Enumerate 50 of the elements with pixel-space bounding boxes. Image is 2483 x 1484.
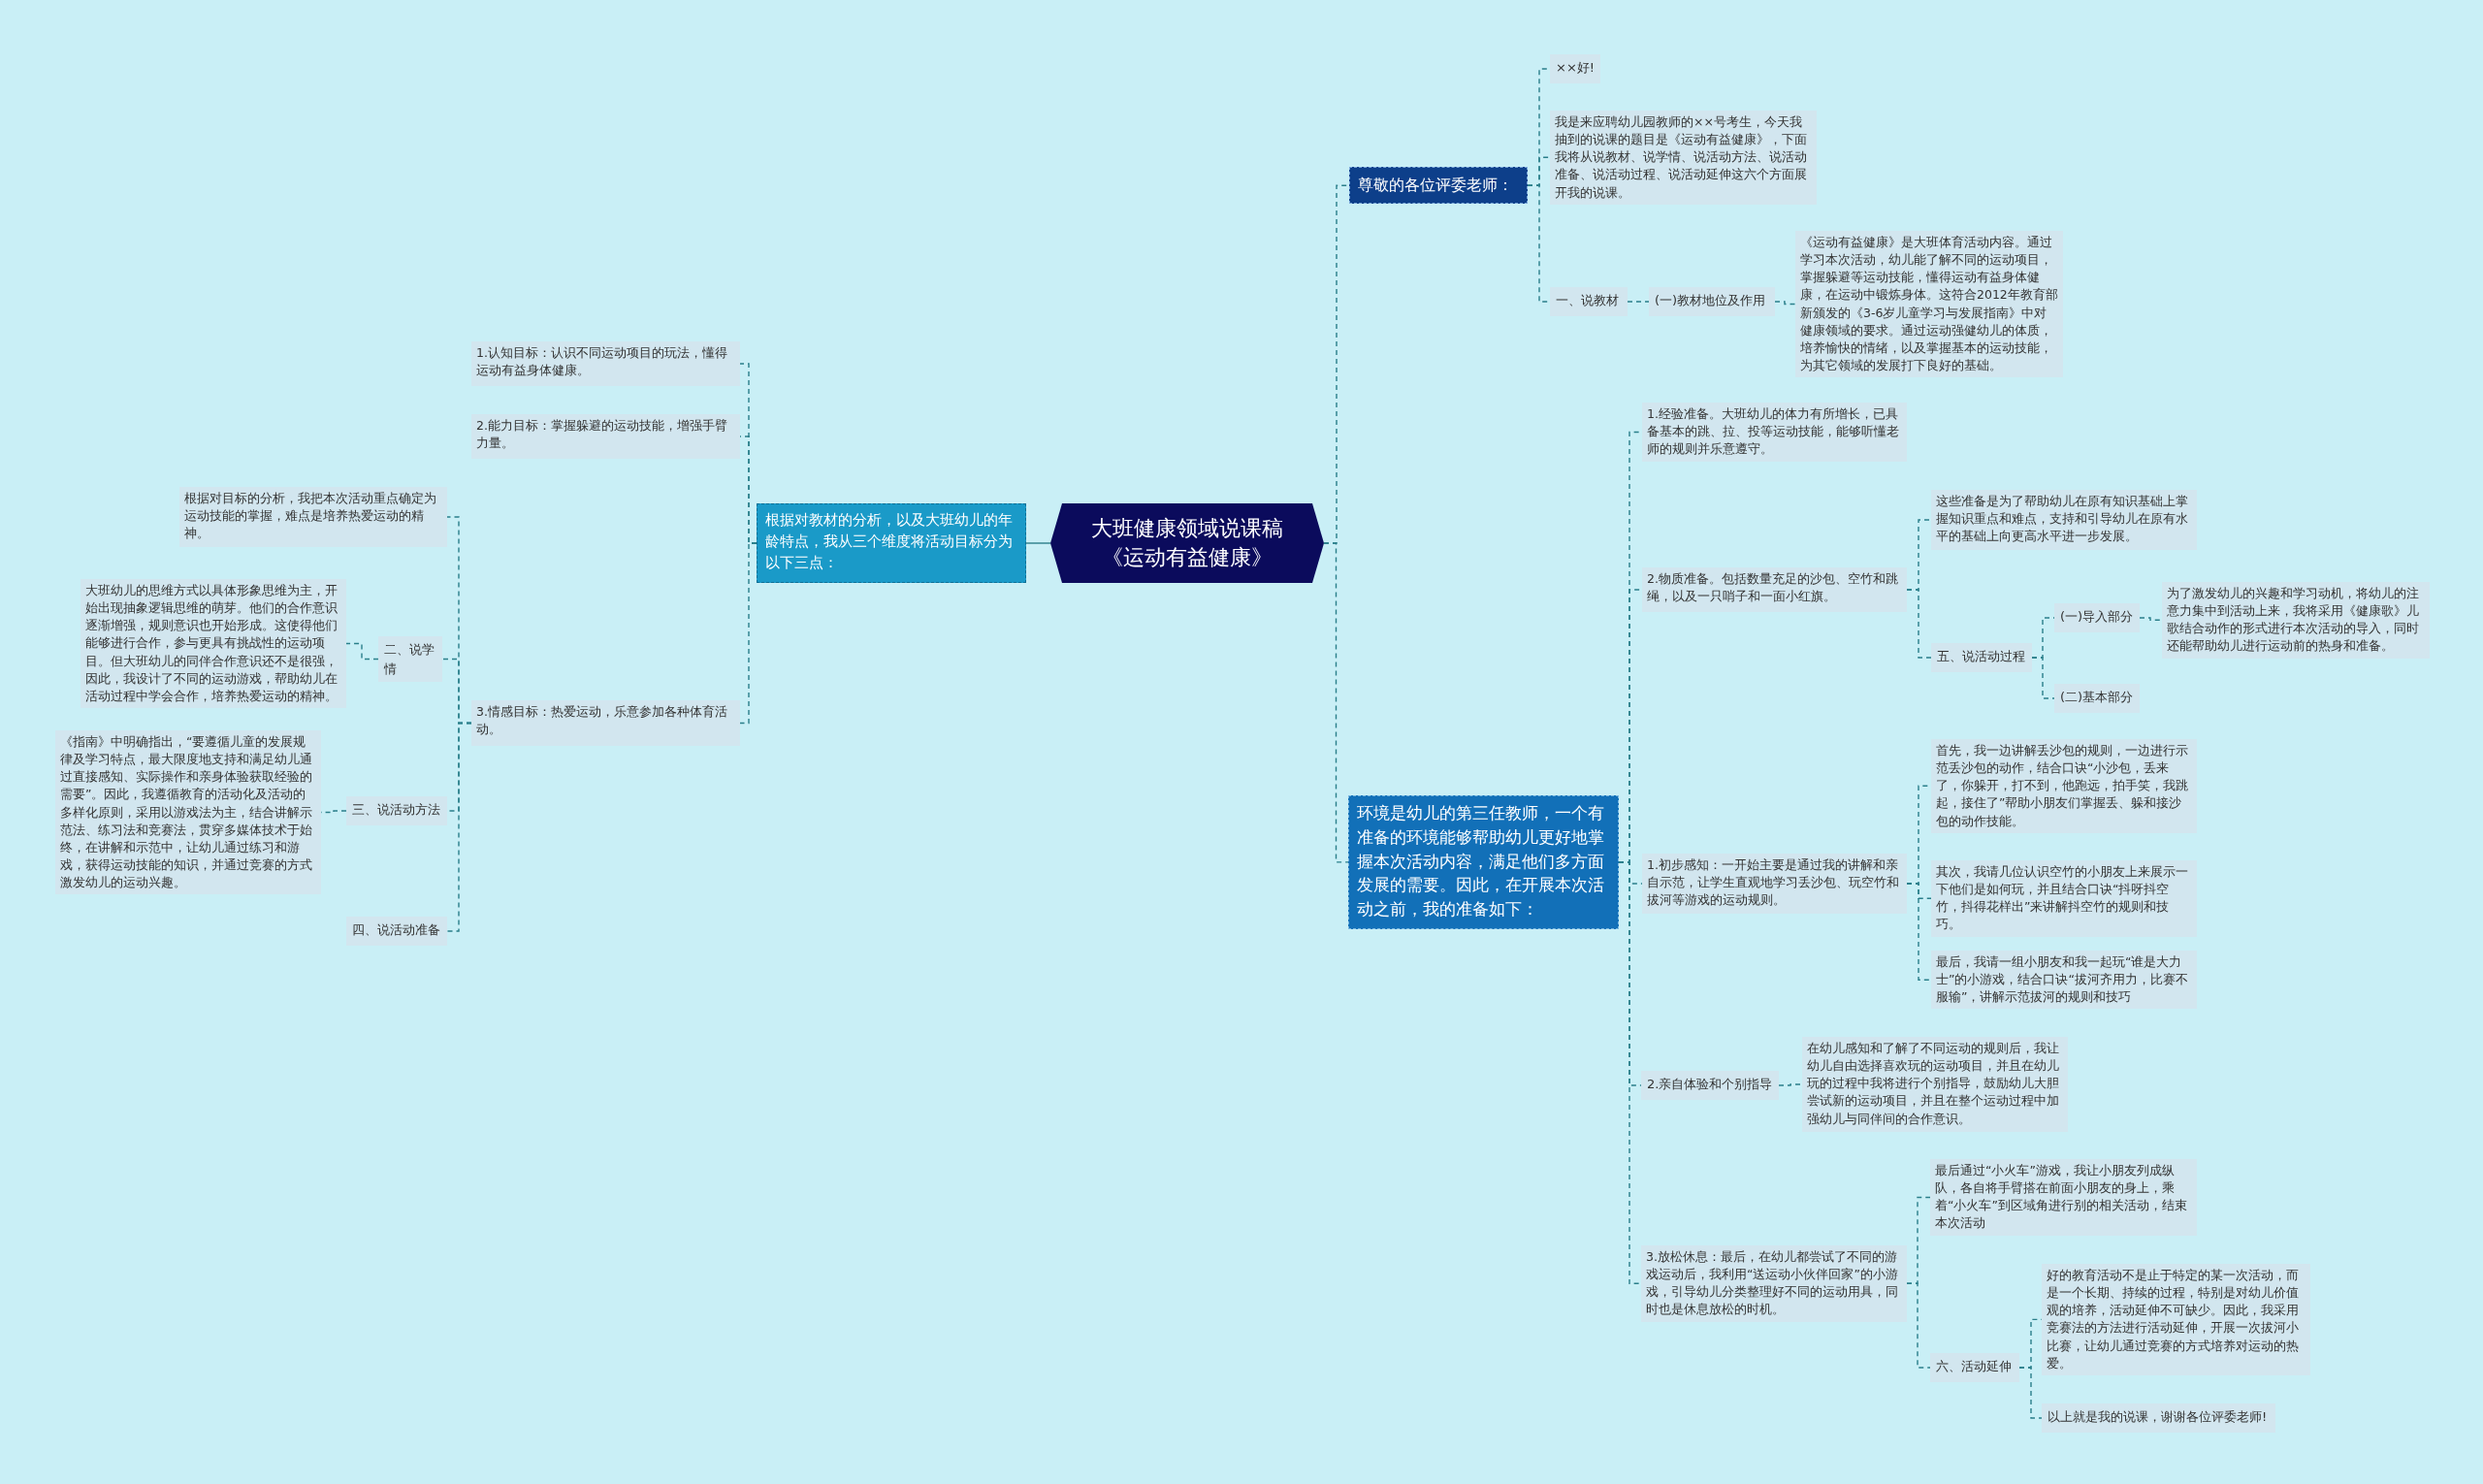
- connector-line: [1778, 1083, 1803, 1086]
- branch-topic-box: 根据对教材的分析，以及大班幼儿的年龄特点，我从三个维度将活动目标分为以下三点：: [757, 503, 1026, 583]
- subtopic-box: (一)教材地位及作用: [1649, 287, 1775, 316]
- connector-line: [1906, 589, 1932, 659]
- note-box: 其次，我请几位认识空竹的小朋友上来展示一下他们是如何玩，并且结合口诀“抖呀抖空竹，抖得花样出”来讲解抖空竹的规则和技巧。: [1931, 860, 2197, 937]
- note-box: 《运动有益健康》是大班体育活动内容。通过学习本次活动，幼儿能了解不同的运动项目，掌握躲避等运动技能，懂得运动有益身体健康，在运动中锻炼身体。这符合2012年教育部新颁发的《3-6岁儿童学习与发展指南》中对健康领域的要求。通过运动强健幼儿的体质，培养愉快的情绪，以及掌握基本的运动技能，为其它领域的发展打下良好的基础。: [1795, 231, 2063, 377]
- note-box: 《指南》中明确指出，“要遵循儿童的发展规律及学习特点，最大限度地支持和满足幼儿通过直接感知、实际操作和亲身体验获取经验的需要”。因此，我遵循教育的活动化及活动的多样化原则，采用以游戏法为主，结合讲解示范法、练习法和竞赛法，贯穿多媒体技术于始终，在讲解和示范中，让幼儿通过练习和游戏，获得运动技能的知识，并通过竞赛的方式激发幼儿的运动兴趣。: [55, 730, 321, 895]
- note-box: 2.物质准备。包括数量充足的沙包、空竹和跳绳，以及一只哨子和一面小红旗。: [1642, 567, 1907, 612]
- subtopic-box: (二)基本部分: [2054, 684, 2140, 713]
- note-box: 3.放松休息：最后，在幼儿都尝试了不同的游戏运动后，我利用“送运动小伙伴回家”的小游戏，引导幼儿分类整理好不同的运动用具，同时也是休息放松的时机。: [1641, 1245, 1907, 1322]
- note-box: 1.经验准备。大班幼儿的体力有所增长，已具备基本的跳、拉、投等运动技能，能够听懂老师的规则并乐意遵守。: [1642, 403, 1907, 462]
- subtopic-box: (一)导入部分: [2054, 603, 2140, 632]
- connector-line: [1025, 542, 1051, 544]
- note-box: 1.认知目标：认识不同运动项目的玩法，懂得运动有益身体健康。: [471, 341, 740, 386]
- note-box: 好的教育活动不是止于特定的某一次活动，而是一个长期、持续的过程，特别是对幼儿价值观的培养，活动延伸不可缺少。因此，我采用竞赛法的方法进行活动延伸，开展一次拔河小比赛，让幼儿通过竞赛的方式培养对运动的热爱。: [2042, 1264, 2310, 1375]
- connector-line: [1627, 301, 1650, 303]
- note-box: 3.情感目标：热爱运动，乐意参加各种体育活动。: [471, 700, 740, 746]
- note-box: 2.能力目标：掌握躲避的运动技能，增强手臂力量。: [471, 414, 740, 459]
- subtopic-box: 五、说活动过程: [1931, 643, 2032, 672]
- note-box: 首先，我一边讲解丢沙包的规则，一边进行示范丢沙包的动作，结合口诀“小沙包，丢来了，你躲开，打不到，他跑远，拍手笑，我跳起，接住了”帮助小朋友们掌握丢、躲和接沙包的动作技能。: [1931, 739, 2197, 833]
- central-topic-hexagon: 大班健康领域说课稿《运动有益健康》: [1050, 503, 1324, 583]
- connector-line: [446, 722, 472, 932]
- branch-topic-box: 环境是幼儿的第三任教师，一个有准备的环境能够帮助幼儿更好地掌握本次活动内容，满足他们多方面发展的需要。因此，在开展本次活动之前，我的准备如下：: [1348, 795, 1619, 929]
- connector-line: [1323, 542, 1349, 863]
- connector-line: [345, 642, 379, 661]
- connector-line: [2031, 657, 2055, 699]
- note-box: 我是来应聘幼儿园教师的××号考生，今天我抽到的说课的题目是《运动有益健康》，下面我将从说教材、说学情、说活动方法、说活动准备、说活动过程、说活动延伸这六个方面展开我的说课。: [1550, 111, 1817, 205]
- connector-line: [1906, 883, 1932, 981]
- note-box: 在幼儿感知和了解了不同运动的规则后，我让幼儿自由选择喜欢玩的运动项目，并且在幼儿玩的过程中我将进行个别指导，鼓励幼儿大胆尝试新的运动项目，并且在整个运动过程中加强幼儿与同伴间的合作意识。: [1802, 1037, 2068, 1132]
- connector-line: [1906, 1282, 1931, 1369]
- connector-line: [1774, 301, 1796, 306]
- subtopic-box: 四、说活动准备: [346, 917, 447, 946]
- connector-line: [739, 542, 758, 725]
- note-box: 为了激发幼儿的兴趣和学习动机，将幼儿的注意力集中到活动上来，我将采用《健康歌》儿歌结合动作的形式进行本次活动的导入，同时还能帮助幼儿进行运动前的热身和准备。: [2162, 582, 2430, 659]
- subtopic-box: 六、活动延伸: [1930, 1353, 2019, 1382]
- note-box: 根据对目标的分析，我把本次活动重点确定为运动技能的掌握，难点是培养热爱运动的精神。: [179, 487, 447, 547]
- branch-topic-box: 尊敬的各位评委老师：: [1349, 167, 1528, 205]
- connector-line: [2018, 1367, 2043, 1419]
- note-box: 1.初步感知：一开始主要是通过我的讲解和亲自示范，让学生直观地学习丢沙包、玩空竹和拔河等游戏的运动规则。: [1642, 854, 1907, 914]
- subtopic-box: 2.亲自体验和个别指导: [1641, 1071, 1779, 1100]
- note-box: 大班幼儿的思维方式以具体形象思维为主，开始出现抽象逻辑思维的萌芽。他们的合作意识逐渐增强，规则意识也开始形成。这使得他们能够进行合作，参与更具有挑战性的运动项目。但大班幼儿的同伴合作意识还不是很强，因此，我设计了不同的运动游戏，帮助幼儿在活动过程中学会合作，培养热爱运动的精神。: [81, 579, 346, 708]
- note-box: 最后通过“小火车”游戏，我让小朋友列成纵队，各自将手臂搭在前面小朋友的身上，乘着“小火车”到区域角进行别的相关活动，结束本次活动: [1930, 1159, 2197, 1236]
- subtopic-box: 三、说活动方法: [346, 796, 447, 825]
- subtopic-box: 一、说教材: [1550, 287, 1628, 316]
- subtopic-box: 以上就是我的说课，谢谢各位评委老师!: [2042, 1403, 2275, 1433]
- connector-line: [2139, 617, 2163, 621]
- note-box: 最后，我请一组小朋友和我一起玩“谁是大力士”的小游戏，结合口诀“拔河齐用力，比赛不服输”，讲解示范拔河的规则和技巧: [1931, 951, 2197, 1010]
- note-box: 这些准备是为了帮助幼儿在原有知识基础上掌握知识重点和难点，支持和引导幼儿在原有水平的基础上向更高水平进一步发展。: [1931, 490, 2197, 550]
- subtopic-box: ××好!: [1550, 54, 1600, 83]
- subtopic-box: 二、说学情: [378, 636, 442, 682]
